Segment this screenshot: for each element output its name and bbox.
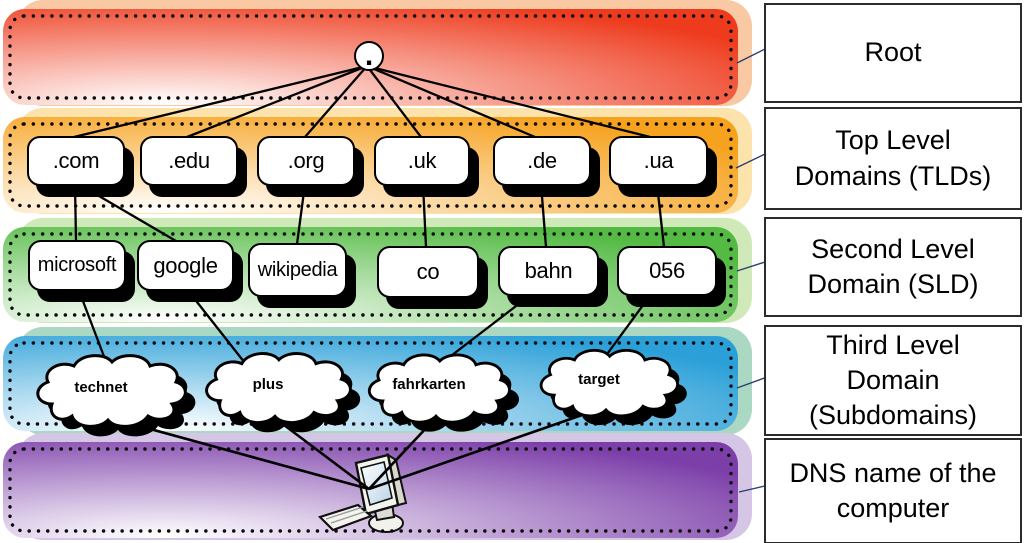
sld-node-wikipedia: wikipedia — [248, 243, 347, 297]
tld-node-com: .com — [27, 136, 125, 186]
tld-node-label: .edu — [168, 148, 210, 173]
subdomain-cloud-technet: technet — [28, 352, 196, 437]
tld-node-edu: .edu — [140, 136, 238, 186]
subdomain-cloud-label: fahrkarten — [392, 376, 466, 393]
subdomain-cloud-target: target — [531, 347, 687, 426]
sld-node-label: bahn — [524, 258, 573, 283]
subdomain-cloud-plus: plus — [197, 350, 361, 433]
sld-node-google: google — [137, 240, 234, 291]
sld-node-co: co — [377, 246, 479, 298]
tld-node-org: .org — [257, 136, 355, 186]
tld-node-uk: .uk — [374, 136, 470, 186]
subdomain-cloud-label: technet — [74, 378, 128, 396]
sld-node-label: google — [153, 252, 218, 278]
sld-node-label: 056 — [649, 258, 685, 283]
tld-node-label: .uk — [407, 148, 437, 173]
sld-node-056: 056 — [617, 246, 717, 296]
level-label-text: Top Level Domains (TLDs) — [794, 125, 992, 191]
level-label-text: DNS name of the computer — [789, 457, 997, 523]
sld-node-bahn: bahn — [498, 246, 599, 296]
tld-node-label: .ua — [643, 148, 674, 173]
level-label-tld: Top Level Domains (TLDs) — [764, 107, 1022, 210]
level-label-text: Second Level Domain (SLD) — [807, 233, 979, 299]
sld-node-label: wikipedia — [257, 258, 338, 281]
subdomain-cloud-label: plus — [252, 375, 284, 393]
tld-node-de: .de — [493, 136, 591, 186]
level-label-subdomains: Third Level Domain (Subdomains) — [764, 325, 1022, 436]
tld-node-label: .de — [527, 148, 557, 173]
sld-node-label: co — [416, 259, 440, 284]
level-label-text: Root — [864, 37, 922, 68]
sld-node-label: microsoft — [37, 254, 117, 276]
level-label-root: Root — [764, 3, 1022, 103]
subdomain-cloud-label: target — [578, 370, 620, 388]
root-node: . — [354, 41, 384, 71]
level-label-text: Third Level Domain (Subdomains) — [808, 329, 978, 431]
computer-icon — [314, 452, 426, 538]
tld-node-label: .com — [52, 148, 100, 173]
tld-node-ua: .ua — [609, 136, 708, 186]
level-label-dns: DNS name of the computer — [764, 438, 1022, 543]
level-label-sld: Second Level Domain (SLD) — [764, 217, 1022, 317]
sld-node-microsoft: microsoft — [28, 240, 126, 291]
subdomain-cloud-fahrkarten: fahrkarten — [360, 351, 519, 432]
tld-node-label: .org — [287, 148, 325, 173]
